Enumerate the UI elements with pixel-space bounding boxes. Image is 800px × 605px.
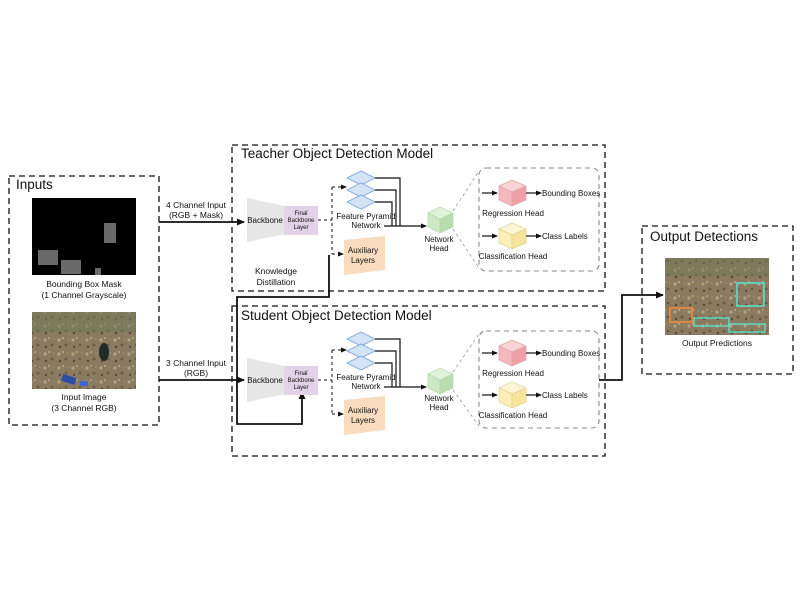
student-head-label-line1: Network bbox=[424, 394, 454, 403]
image-label-line1: Input Image bbox=[62, 392, 107, 402]
teacher-input-label-line1: 4 Channel Input bbox=[166, 200, 227, 210]
output-frame bbox=[641, 225, 794, 375]
student-fpn-out-1 bbox=[375, 338, 401, 387]
student-aux-label-line1: Auxiliary bbox=[348, 406, 378, 415]
teacher-model: Teacher Object Detection Model Backbone … bbox=[231, 144, 606, 292]
student-zoom-line-bottom bbox=[452, 389, 480, 427]
student-class-labels: Class Labels bbox=[542, 391, 588, 400]
mask-label-line1: Bounding Box Mask bbox=[46, 279, 122, 289]
teacher-bounding-boxes: Bounding Boxes bbox=[542, 189, 600, 198]
student-regression-label: Regression Head bbox=[482, 369, 544, 378]
teacher-aux bbox=[344, 236, 385, 275]
teacher-classification-label: Classification Head bbox=[479, 252, 547, 261]
output-predictions-image bbox=[665, 258, 769, 335]
student-fpn-out-3 bbox=[375, 362, 393, 387]
teacher-final-layer-line3: Layer bbox=[293, 225, 308, 231]
student-regression-cube bbox=[498, 339, 527, 367]
student-final-layer-line2: Backbone bbox=[288, 378, 315, 384]
teacher-final-layer-line1: Final bbox=[294, 211, 307, 217]
student-final-layer-line1: Final bbox=[294, 371, 307, 377]
student-head-detail bbox=[478, 330, 600, 429]
distillation-label-line2: Distillation bbox=[257, 277, 296, 287]
student-head-cube bbox=[427, 367, 454, 395]
student-aux-label-line2: Layers bbox=[351, 416, 375, 425]
mask-label-line2: (1 Channel Grayscale) bbox=[41, 290, 126, 300]
student-classification-cube bbox=[498, 381, 527, 409]
student-fpn-out-2 bbox=[375, 350, 397, 387]
teacher-regression-label: Regression Head bbox=[482, 209, 544, 218]
student-fpn bbox=[345, 331, 377, 371]
distillation-arrow bbox=[236, 255, 330, 425]
teacher-fpn-label-line1: Feature Pyramid bbox=[336, 212, 395, 221]
bounding-box-mask-image bbox=[32, 198, 136, 275]
teacher-final-layer bbox=[284, 206, 318, 235]
input-rgb-image bbox=[32, 312, 136, 389]
teacher-fpn-label-line2: Network bbox=[351, 221, 381, 230]
student-classification-label: Classification Head bbox=[479, 411, 547, 420]
output-panel: Output Detections Output Predictions bbox=[641, 225, 794, 375]
student-backbone-label: Backbone bbox=[247, 376, 283, 385]
student-backbone bbox=[247, 358, 285, 402]
inputs-title: Inputs bbox=[16, 177, 53, 192]
teacher-head-cube bbox=[427, 206, 454, 234]
student-zoom-line-top bbox=[452, 333, 480, 373]
teacher-fpn-out-3 bbox=[375, 201, 393, 226]
teacher-aux-label-line2: Layers bbox=[351, 256, 375, 265]
teacher-classification-cube bbox=[498, 222, 527, 250]
teacher-input-label-line2: (RGB + Mask) bbox=[169, 210, 223, 220]
student-final-layer bbox=[284, 366, 318, 395]
inputs-frame bbox=[8, 175, 160, 426]
output-arrow bbox=[599, 291, 664, 381]
teacher-backbone-label: Backbone bbox=[247, 216, 283, 225]
student-frame bbox=[231, 305, 606, 457]
student-title: Student Object Detection Model bbox=[241, 308, 432, 323]
teacher-head-detail bbox=[478, 167, 600, 272]
teacher-fpn-out-1 bbox=[375, 177, 401, 226]
teacher-zoom-line-bottom bbox=[452, 228, 480, 269]
teacher-title: Teacher Object Detection Model bbox=[241, 146, 433, 161]
student-input-label-line1: 3 Channel Input bbox=[166, 358, 227, 368]
inputs-panel: Inputs Bounding Box Mask (1 Channel Gray… bbox=[8, 175, 160, 426]
student-head-label-line2: Head bbox=[429, 403, 448, 412]
student-fpn-label-line2: Network bbox=[351, 382, 381, 391]
teacher-aux-label-line1: Auxiliary bbox=[348, 246, 378, 255]
student-fpn-label-line1: Feature Pyramid bbox=[336, 373, 395, 382]
teacher-zoom-line-top bbox=[452, 170, 480, 212]
output-title: Output Detections bbox=[650, 229, 758, 244]
teacher-head-label-line2: Head bbox=[429, 244, 448, 253]
output-predictions-label: Output Predictions bbox=[682, 338, 752, 348]
student-input-label-line2: (RGB) bbox=[184, 368, 208, 378]
teacher-frame bbox=[231, 144, 606, 292]
student-aux bbox=[344, 396, 385, 435]
student-model: Student Object Detection Model Backbone … bbox=[231, 305, 606, 457]
image-label-line2: (3 Channel RGB) bbox=[51, 403, 116, 413]
teacher-head-label-line1: Network bbox=[424, 235, 454, 244]
student-bounding-boxes: Bounding Boxes bbox=[542, 349, 600, 358]
student-final-layer-line3: Layer bbox=[293, 385, 308, 391]
teacher-regression-cube bbox=[498, 179, 527, 207]
distillation-label-line1: Knowledge bbox=[255, 266, 297, 276]
teacher-backbone bbox=[247, 198, 285, 242]
teacher-final-layer-line2: Backbone bbox=[288, 218, 315, 224]
teacher-fpn bbox=[345, 170, 377, 210]
teacher-class-labels: Class Labels bbox=[542, 232, 588, 241]
teacher-fpn-out-2 bbox=[375, 189, 397, 226]
